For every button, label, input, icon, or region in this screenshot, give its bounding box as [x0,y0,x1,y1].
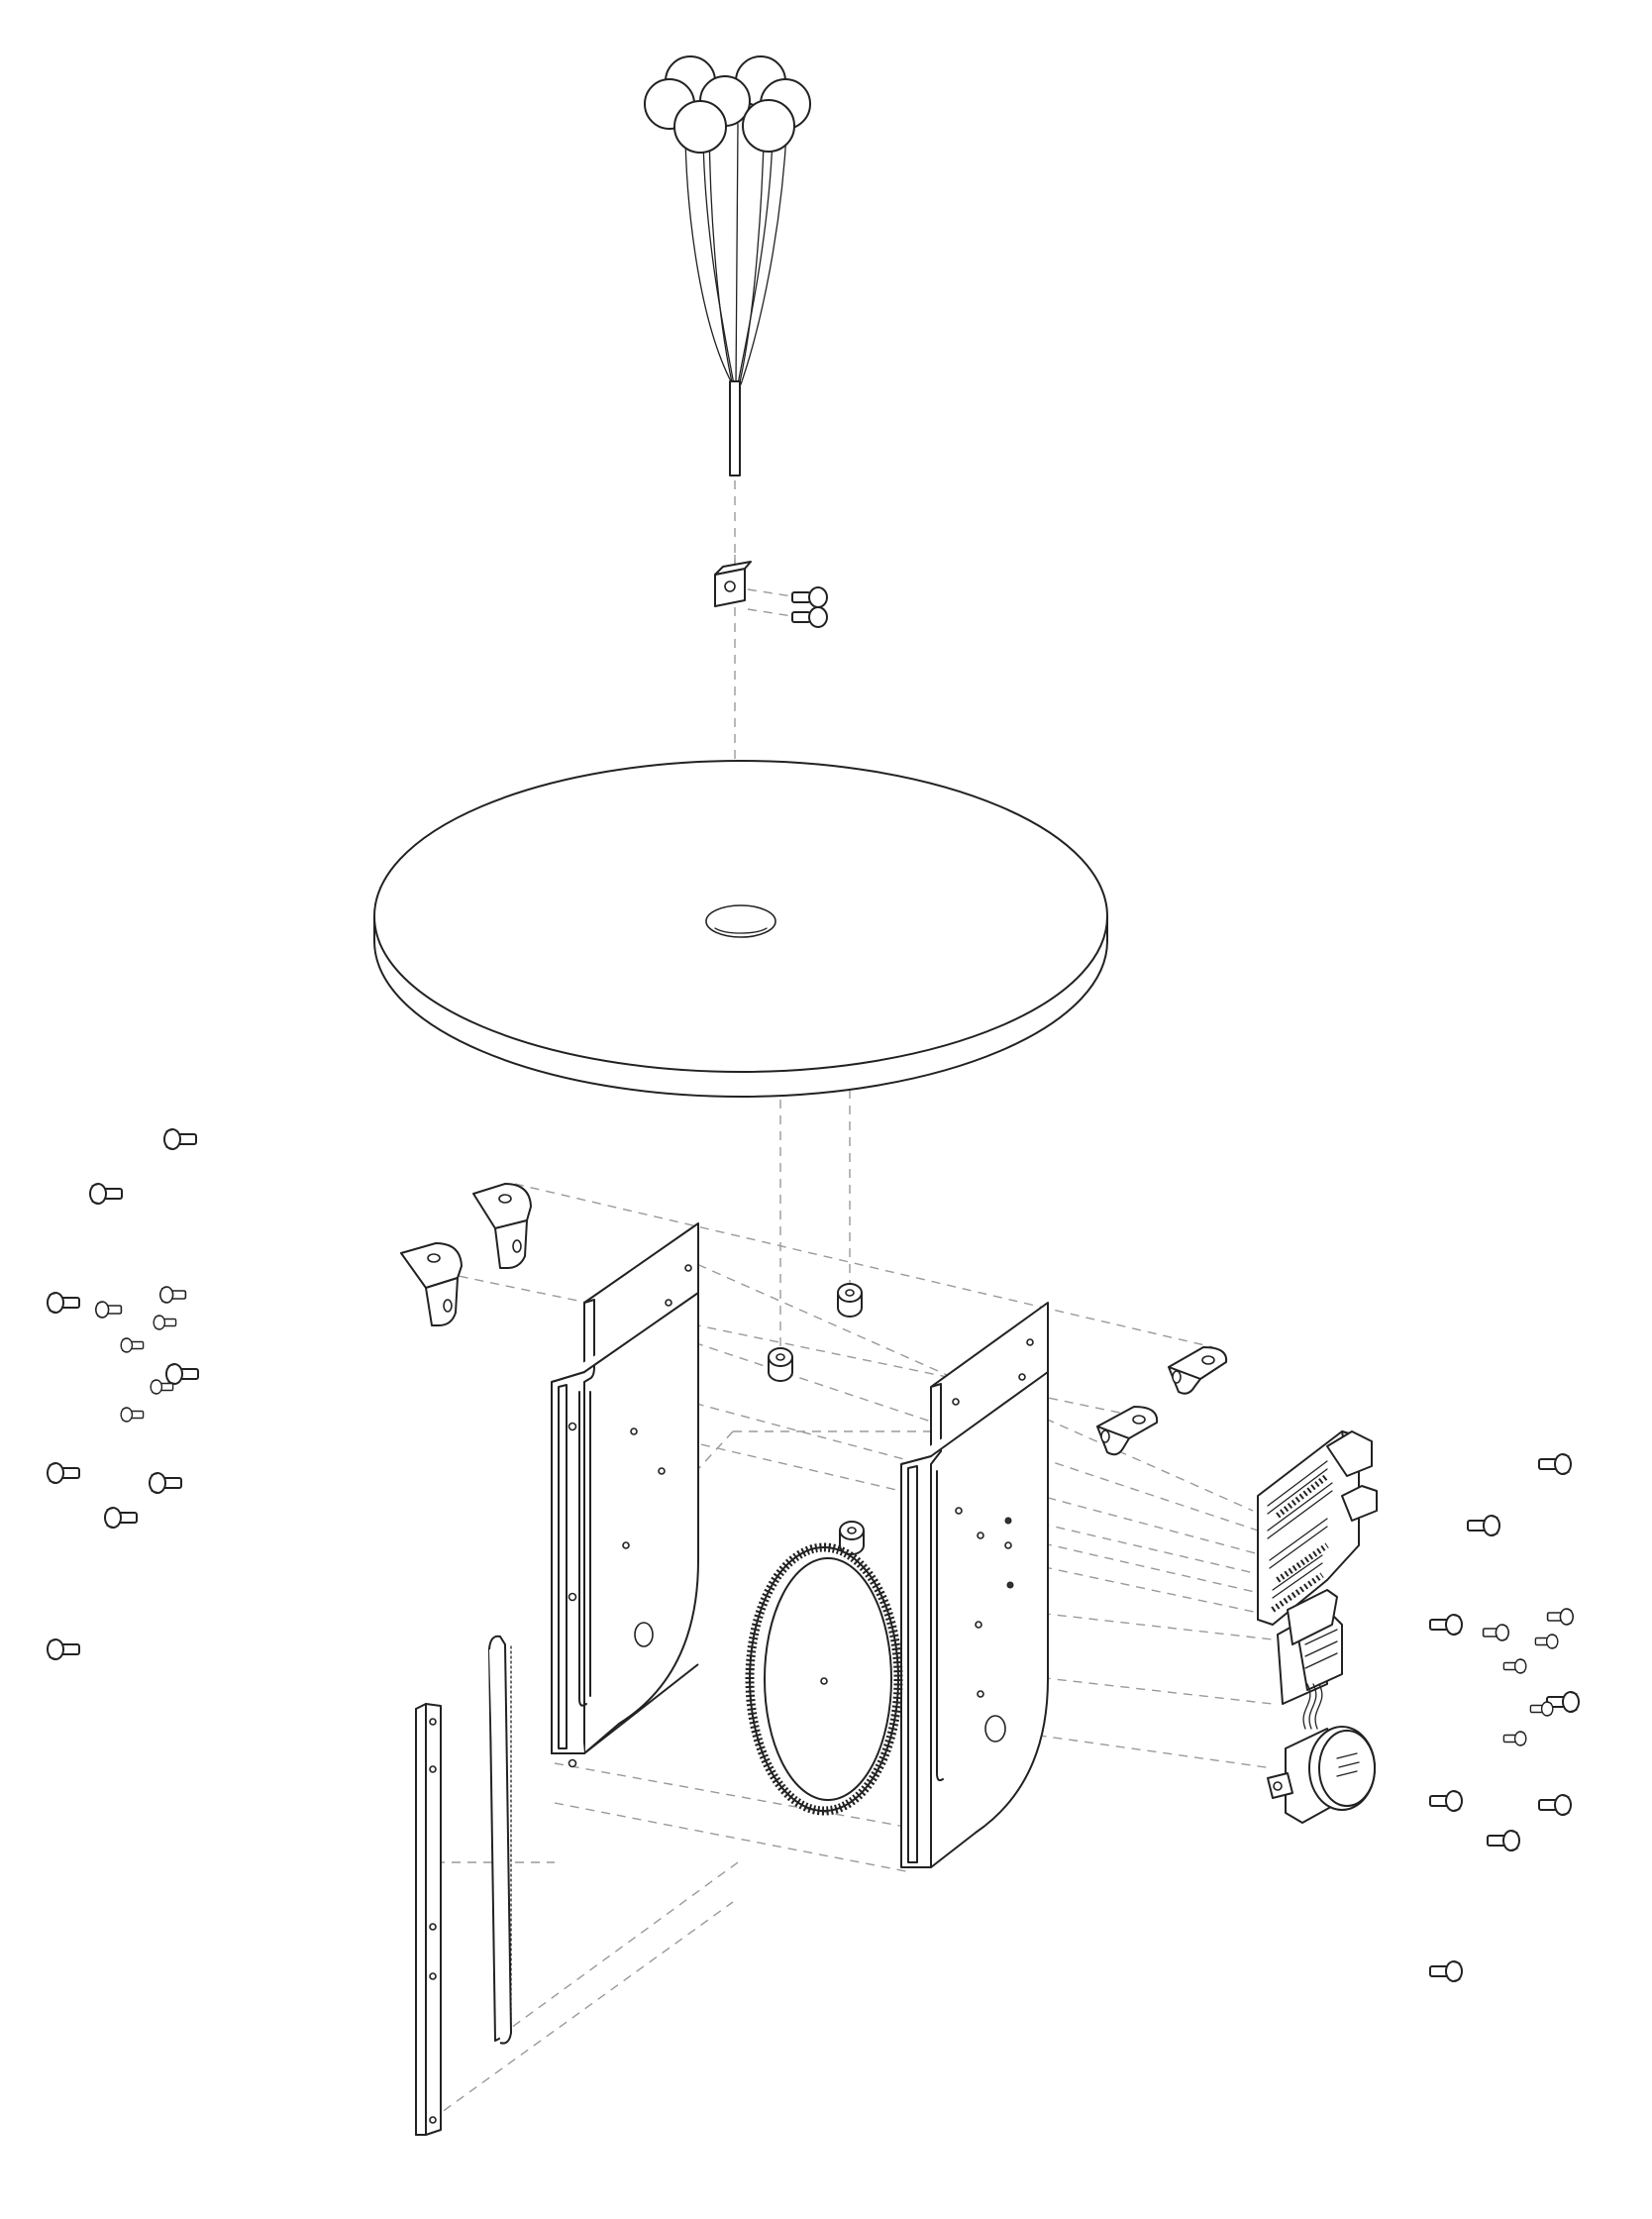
side-panel-left [551,1222,699,1768]
cap-screw [163,1128,197,1150]
rack-strip [488,1635,512,2045]
spacers [768,1283,865,1555]
cap-screw [1538,1453,1572,1475]
cap-screw [1482,1624,1510,1641]
cap-screw [1429,1960,1463,1982]
cap-screw [1467,1515,1500,1536]
stepper-motor [1267,1726,1376,1824]
cap-screw [158,1286,187,1304]
cap-screw [1529,1701,1554,1717]
cap-screw [1429,1960,1463,1982]
cap-screw [1534,1634,1559,1649]
cap-screw [1502,1658,1527,1674]
angle-brackets [400,1183,1228,1456]
cap-screw [1482,1624,1510,1641]
bracket-2 [400,1242,463,1326]
coupler-screws [791,586,828,628]
bracket-1 [472,1183,532,1269]
cap-screw [1534,1634,1559,1649]
cap-screw [1429,1790,1463,1812]
side-panel-right [900,1302,1049,1868]
cap-screw [150,1379,174,1395]
cap-screw [1502,1731,1527,1746]
cap-screw [1546,1608,1575,1626]
bracket-4 [1096,1406,1159,1456]
cap-screw [1529,1701,1554,1717]
bracket-3 [1168,1346,1228,1395]
cap-screw [1502,1658,1527,1674]
cap-screw [47,1462,80,1484]
cap-screw [1429,1614,1463,1636]
cap-screw [89,1183,123,1205]
globe-cluster [644,55,811,476]
shaft-coupler [714,561,752,607]
cap-screw [120,1337,145,1353]
loose-screws-left [47,1128,199,1660]
cap-screw [1429,1790,1463,1812]
cap-screw [1538,1794,1572,1816]
ring-gear [745,1542,903,1816]
cap-screw [165,1363,199,1385]
spacer-2 [768,1347,793,1382]
cap-screw [1487,1830,1520,1851]
cap-screw [1538,1453,1572,1475]
cap-screw [1467,1515,1500,1536]
cap-screw [47,1638,80,1660]
cap-screw [1538,1794,1572,1816]
cap-screw [153,1315,177,1330]
cap-screw [149,1472,182,1494]
spacer-1 [837,1283,863,1318]
cap-screw [1546,1608,1575,1626]
cap-screw [120,1407,145,1423]
cap-screw [1487,1830,1520,1851]
loose-screws-right [1429,1453,1580,1982]
control-boards [1257,1430,1378,1730]
cap-screw [104,1507,138,1529]
cap-screw [94,1301,123,1319]
cap-screw [1502,1731,1527,1746]
cap-screw [1429,1614,1463,1636]
cap-screw [47,1292,80,1314]
spacer-3 [839,1521,865,1555]
flat-bar [415,1703,442,2136]
round-top-plate [373,760,1108,1098]
